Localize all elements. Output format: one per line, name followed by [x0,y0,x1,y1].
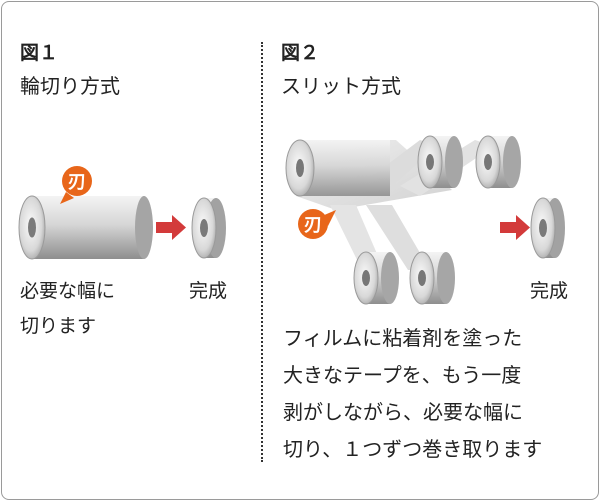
finished-roll-icon [191,197,226,259]
section-divider [261,42,263,462]
rewind-roll-lower-right [409,251,455,305]
fig1-caption-line1: 必要な幅に [20,280,116,302]
arrow-icon [156,215,186,240]
arrow-icon [500,215,530,240]
rewind-roll-upper-right [475,135,521,189]
fig2-heading: 図２ [281,42,320,64]
fig2-description-line: 剥がしながら、必要な幅に [283,400,523,424]
fig2-description: フィルムに粘着剤を塗った 大きなテープを、もう一度 剥がしながら、必要な幅に 切… [283,320,542,468]
blade-icon [298,209,336,239]
fig2-description-line: 切り、１つずつ巻き取ります [283,437,543,461]
fig2-caption-done: 完成 [530,280,569,302]
fig1-caption-done: 完成 [189,280,228,302]
blade-icon [60,166,92,204]
finished-roll-icon [530,197,565,259]
rewind-roll-upper-left [417,135,463,189]
fig2-blade-label: 刃 [304,215,322,236]
fig2-description-line: 大きなテープを、もう一度 [283,363,522,387]
long-roll [18,195,153,260]
fig1-heading: 図１ [20,42,59,64]
big-roll [285,139,390,197]
rewind-roll-lower-left [353,251,399,305]
fig1-blade-label: 刃 [68,172,86,193]
fig2-description-line: フィルムに粘着剤を塗った [283,326,523,350]
fig1-subtitle: 輪切り方式 [20,74,120,98]
fig1-caption-line2: 切ります [20,315,97,337]
fig2-subtitle: スリット方式 [281,74,401,98]
